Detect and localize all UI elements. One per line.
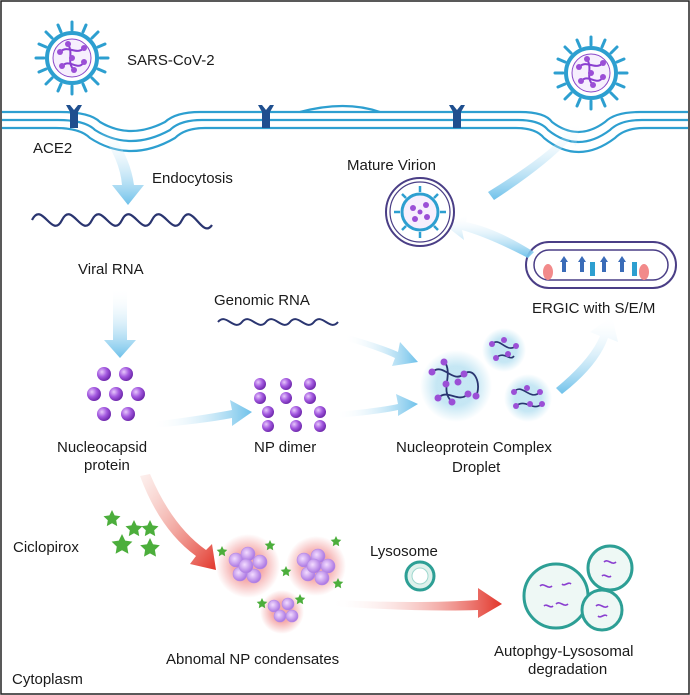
aberrant-condensation-arrow <box>140 474 216 570</box>
np-dimer-label: NP dimer <box>254 439 316 456</box>
nucleocapsid-label-line1: Nucleocapsid <box>57 439 147 456</box>
degradation-label-line1: Autophgy-Lysosomal <box>494 643 634 660</box>
degradation-arrow <box>330 588 502 618</box>
cytoplasm-label: Cytoplasm <box>12 671 83 688</box>
abnormal-np-condensates <box>216 534 346 634</box>
virus-label: SARS-CoV-2 <box>127 52 215 69</box>
dimerization-arrow <box>152 400 252 428</box>
assembly-arrow <box>556 316 618 394</box>
maturation-arrow <box>446 214 534 258</box>
membrane-dent-middle <box>299 104 381 114</box>
nucleoprotein-droplet <box>482 328 526 372</box>
ciclopirox-molecules <box>103 510 160 557</box>
genomic-rna-label: Genomic RNA <box>214 292 310 309</box>
exocytosis-arrow <box>488 122 580 200</box>
ciclopirox-label: Ciclopirox <box>13 539 79 556</box>
ace2-receptor <box>258 105 274 128</box>
ace2-receptor <box>449 105 465 128</box>
autolysosome-vesicles <box>522 544 634 632</box>
endocytosis-arrow <box>100 128 144 205</box>
nucleoprotein-droplet <box>420 350 492 422</box>
ergic-membrane <box>525 241 677 289</box>
ace2-receptor <box>66 105 82 128</box>
viral-rna-label: Viral RNA <box>78 261 144 278</box>
genomic-rna-strand <box>217 318 339 326</box>
lysosome <box>404 560 436 592</box>
nucleocapsid-protein-cluster <box>87 367 145 421</box>
droplet-label-line2: Droplet <box>452 459 501 476</box>
nucleoprotein-droplet <box>504 374 552 422</box>
droplet-formation-arrow <box>336 394 418 418</box>
degradation-label-line2: degradation <box>528 661 607 678</box>
np-dimer-cluster <box>254 378 326 432</box>
lysosome-label: Lysosome <box>370 543 438 560</box>
mature-virion-label: Mature Virion <box>347 157 436 174</box>
nucleocapsid-label-line2: protein <box>84 457 130 474</box>
cell-membrane <box>2 110 688 154</box>
droplet-label-line1: Nucleoprotein Complex <box>396 439 552 456</box>
sars-cov-2-virion <box>34 20 110 96</box>
rna-recruitment-arrow <box>344 334 418 366</box>
sars-cov-2-virion <box>553 35 629 111</box>
viral-rna-strand <box>31 213 213 230</box>
condensates-label: Abnomal NP condensates <box>166 651 339 668</box>
ergic-label: ERGIC with S/E/M <box>532 300 655 317</box>
translation-arrow <box>104 288 136 358</box>
ace2-label: ACE2 <box>33 140 72 157</box>
mature-virion <box>385 177 455 247</box>
endocytosis-label: Endocytosis <box>152 170 233 187</box>
